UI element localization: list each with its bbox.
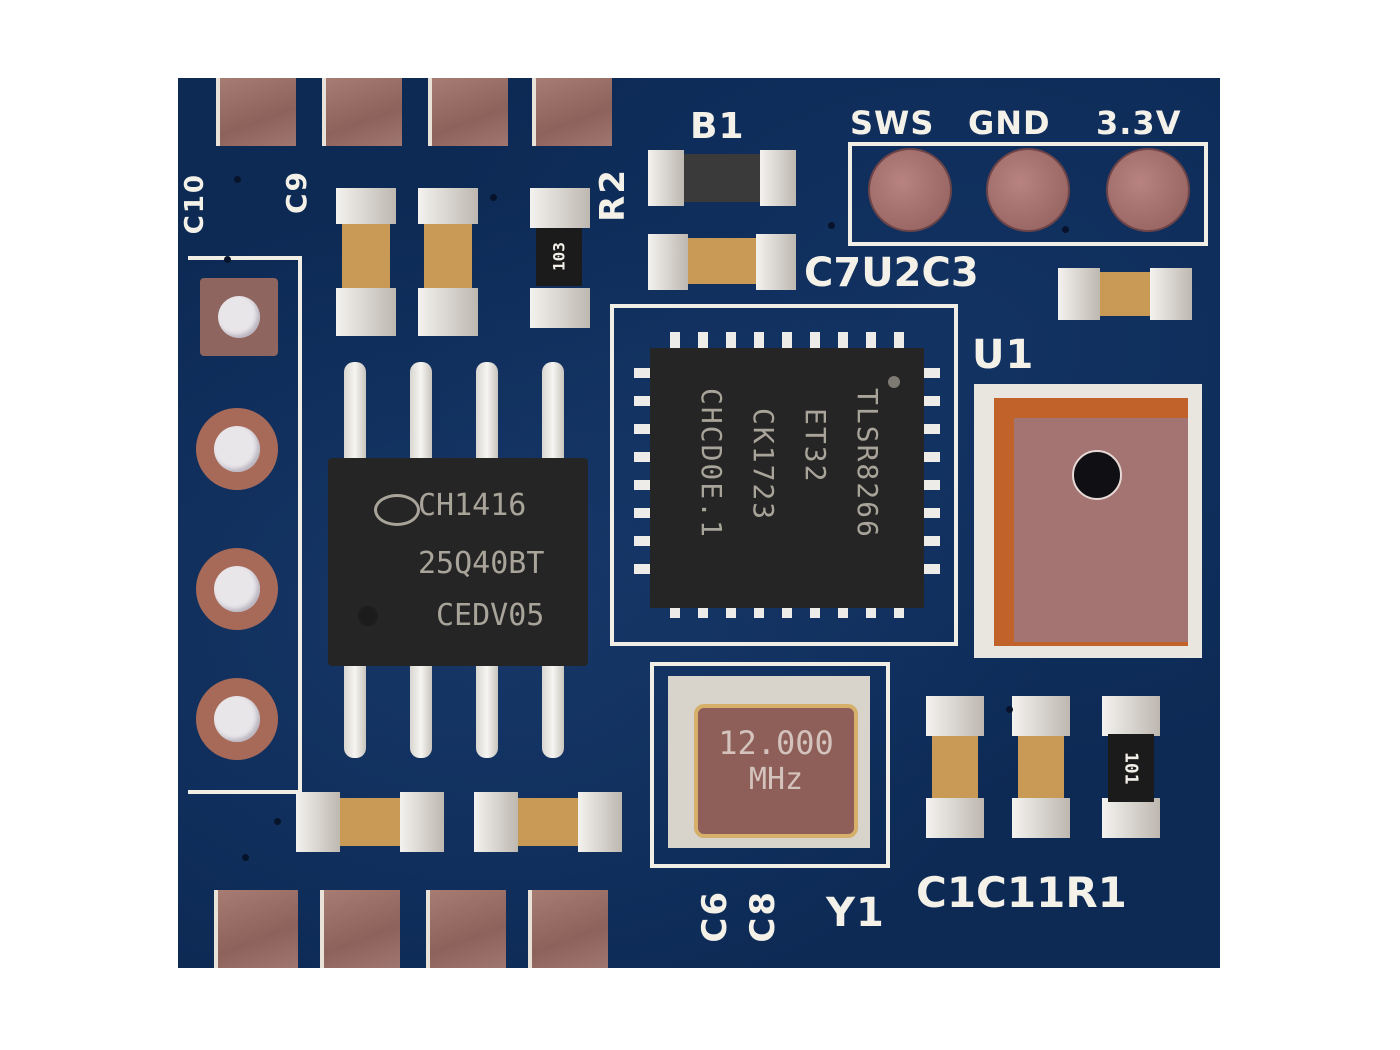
resistor-r1-marking: 101 — [1108, 734, 1154, 802]
capacitor-c11 — [1012, 696, 1070, 838]
resistor-r2-marking: 103 — [536, 228, 582, 286]
capacitor-c7 — [648, 234, 796, 290]
label-c8: C8 — [743, 890, 783, 943]
bottom-pad-1 — [214, 890, 298, 968]
bottom-pad-3 — [426, 890, 506, 968]
flash-pin — [542, 662, 564, 758]
label-y1: Y1 — [826, 890, 885, 936]
capacitor-c9 — [336, 188, 396, 336]
capacitor-c8 — [474, 792, 622, 852]
via — [1006, 706, 1013, 713]
top-pad-3 — [428, 78, 508, 146]
soc-pins-left — [634, 368, 654, 588]
pad-3v3 — [1106, 148, 1190, 232]
flash-line-2: 25Q40BT — [418, 546, 545, 581]
flash-pin — [410, 662, 432, 758]
soc-line-4: CHCD0E.1 — [695, 388, 728, 539]
crystal-frequency: 12.000 — [718, 724, 834, 762]
via — [1062, 226, 1069, 233]
flash-line-1: CH1416 — [418, 488, 527, 523]
soc-outline — [610, 304, 958, 646]
via — [242, 854, 249, 861]
flash-pin — [542, 362, 564, 458]
flash-pin — [410, 362, 432, 458]
left-through-hole-4 — [196, 678, 278, 760]
soc-line-3: CK1723 — [747, 408, 780, 522]
label-c9: C9 — [280, 170, 313, 215]
sensor-port-hole-icon — [1072, 450, 1122, 500]
capacitor-c10 — [418, 188, 478, 336]
bottom-pad-4 — [528, 890, 608, 968]
label-sws: SWS — [850, 104, 935, 142]
pad-gnd — [986, 148, 1070, 232]
soc-chip: TLSR8266 ET32 CK1723 CHCD0E.1 — [650, 348, 924, 608]
capacitor-c1 — [926, 696, 984, 838]
flash-pin — [476, 362, 498, 458]
left-through-hole-2 — [196, 408, 278, 490]
flash-line-3: CEDV05 — [436, 598, 545, 633]
top-pad-2 — [322, 78, 402, 146]
soc-line-1: TLSR8266 — [851, 388, 884, 539]
resistor-r1 — [1102, 696, 1160, 838]
pin1-marker-icon — [358, 606, 378, 626]
pad-sws — [868, 148, 952, 232]
crystal-outline — [650, 662, 890, 868]
label-c6: C6 — [695, 890, 735, 943]
label-3v3: 3.3V — [1096, 104, 1182, 142]
crystal-package: 12.000 MHz — [694, 704, 858, 838]
top-pad-1 — [216, 78, 296, 146]
label-r2: R2 — [593, 168, 633, 222]
label-c1c11r1: C1C11R1 — [916, 868, 1127, 917]
flash-pin — [344, 362, 366, 458]
bottom-pad-2 — [320, 890, 400, 968]
soc-pin1-dot-icon — [888, 376, 900, 388]
soc-pins-right — [920, 368, 940, 588]
via — [234, 176, 241, 183]
soc-line-2: ET32 — [799, 408, 832, 484]
label-gnd: GND — [968, 104, 1051, 142]
pcb-board: C10 C9 103 R2 B1 SWS GND 3.3V C7U2C3 — [178, 78, 1220, 968]
label-u1: U1 — [972, 332, 1035, 378]
label-c10: C10 — [180, 173, 210, 235]
via — [490, 194, 497, 201]
top-pad-4 — [532, 78, 612, 146]
label-c7u2c3: C7U2C3 — [804, 250, 979, 296]
label-b1: B1 — [690, 106, 745, 147]
via — [274, 818, 281, 825]
left-through-hole-1 — [200, 278, 278, 356]
flash-logo-icon — [374, 494, 420, 526]
flash-chip: CH1416 25Q40BT CEDV05 — [328, 458, 588, 666]
resistor-r2 — [530, 188, 590, 328]
capacitor-c6 — [296, 792, 444, 852]
crystal-unit: MHz — [748, 762, 804, 797]
flash-pin — [476, 662, 498, 758]
via — [828, 222, 835, 229]
soc-pins-top — [670, 332, 910, 352]
flash-pin — [344, 662, 366, 758]
ferrite-bead-b1 — [648, 150, 796, 206]
left-header-outline — [188, 256, 302, 794]
via — [224, 256, 231, 263]
capacitor-c3 — [1058, 268, 1192, 320]
left-through-hole-3 — [196, 548, 278, 630]
swd-header-outline — [848, 142, 1208, 246]
